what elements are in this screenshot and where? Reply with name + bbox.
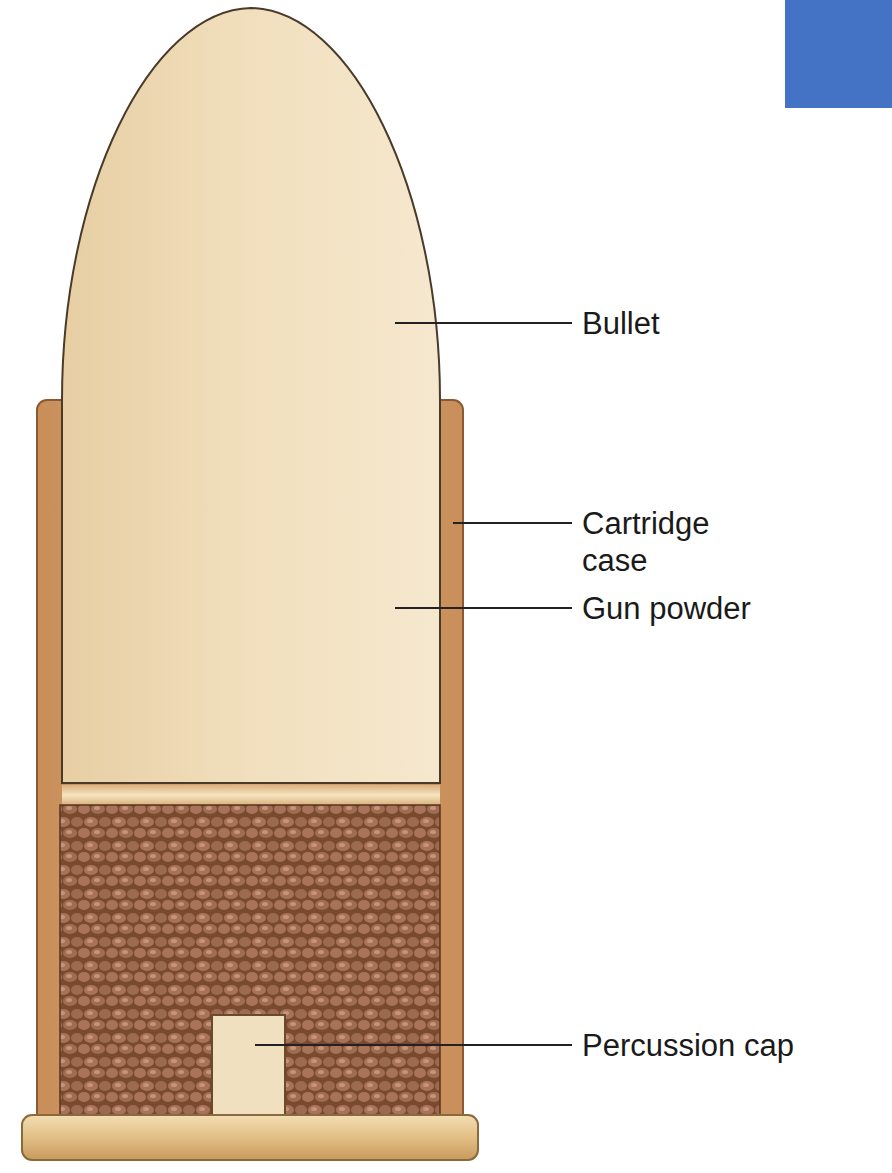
- percussion-cap: [212, 1015, 285, 1117]
- part-label: Cartridge case: [582, 505, 732, 579]
- gun-powder: [60, 805, 440, 1117]
- part-label: Percussion cap: [582, 1027, 794, 1064]
- leader-lines: [255, 323, 572, 1045]
- case-band: [62, 785, 440, 805]
- part-label: Gun powder: [582, 590, 751, 627]
- bullet-shape: [62, 8, 440, 783]
- cartridge-rim: [22, 1115, 478, 1160]
- part-label: Bullet: [582, 305, 660, 342]
- corner-block: [785, 0, 892, 108]
